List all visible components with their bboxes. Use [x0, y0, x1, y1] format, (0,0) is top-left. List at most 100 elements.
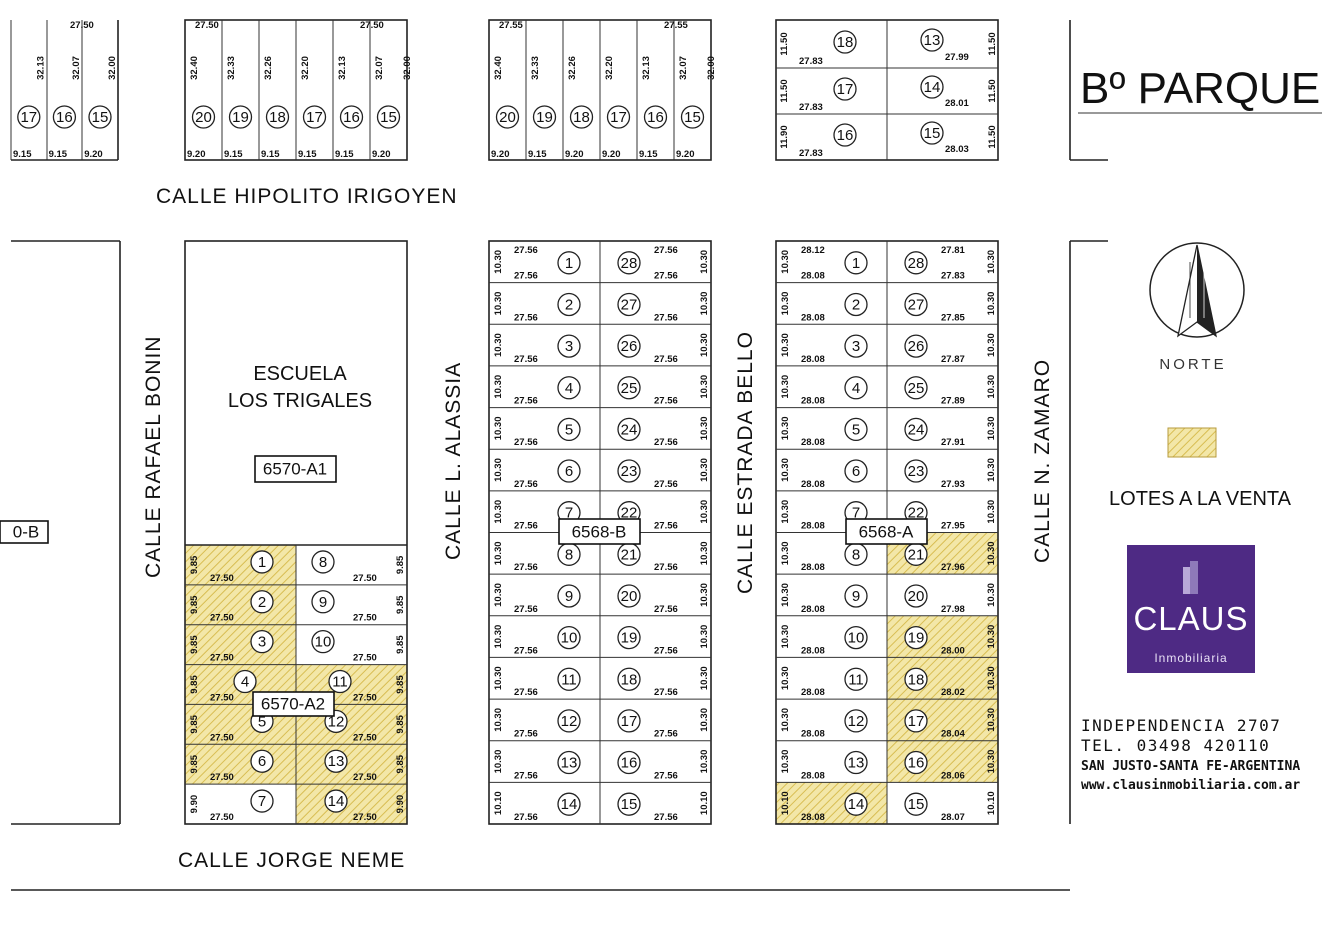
top-lot-15: 15 — [376, 105, 401, 129]
lot-dimension: 27.50 — [353, 812, 377, 823]
lot-dimension: 27.50 — [210, 653, 234, 664]
b-lot-21: 21 — [617, 542, 641, 566]
lot-circle — [233, 669, 257, 694]
lot-dimension: 10.30 — [493, 666, 504, 690]
lot-dimension: 10.10 — [699, 791, 710, 815]
lot-circle — [904, 792, 928, 816]
lot-circle — [844, 709, 868, 733]
lot-dimension: 28.08 — [801, 812, 825, 823]
lot-dimension: 10.30 — [986, 458, 997, 482]
top-lot-17: 17 — [606, 105, 631, 129]
lot-dimension: 9.15 — [261, 149, 280, 160]
block-code-partial: 0-B — [0, 520, 49, 544]
lot-circle — [904, 417, 928, 442]
lot-circle — [844, 459, 868, 483]
lot-dimension: 10.10 — [986, 791, 997, 815]
lot-circle — [557, 376, 581, 400]
a-lot-15: 15 — [904, 792, 928, 816]
lot-circle — [557, 750, 581, 775]
a-lot-9: 9 — [844, 584, 868, 608]
lot-number: 2 — [258, 594, 266, 611]
lot-dimension: 27.87 — [941, 354, 965, 365]
lot-number: 13 — [561, 755, 578, 772]
lot-circle — [557, 709, 581, 733]
lot-number: 3 — [565, 338, 573, 355]
lot-dimension: 10.30 — [780, 375, 791, 399]
legend-label: LOTES A LA VENTA — [1109, 488, 1292, 510]
lot-number: 15 — [621, 796, 638, 813]
lot-dimension: 9.85 — [189, 714, 200, 733]
lot-circle — [228, 105, 253, 129]
north-arrow-icon — [1149, 242, 1245, 338]
b-lot-26: 26 — [617, 334, 641, 358]
lot-number: 5 — [258, 713, 266, 730]
lot-dimension: 11.50 — [987, 125, 998, 148]
lot-dimension: 10.30 — [699, 500, 710, 524]
lot-dimension: 28.08 — [801, 687, 825, 698]
a2-lot-3: 3 — [250, 629, 274, 654]
lot-dimension: 10.30 — [780, 750, 791, 774]
lot-circle — [833, 123, 857, 147]
lot-circle — [376, 105, 401, 129]
lot-dimension: 10.30 — [986, 417, 997, 441]
lot-dimension: 10.30 — [699, 708, 710, 732]
lot-number: 21 — [908, 546, 925, 563]
lot-circle — [250, 590, 274, 614]
lot-number: 19 — [232, 109, 249, 126]
lot-number: 11 — [332, 674, 348, 691]
b-lot-24: 24 — [617, 417, 641, 442]
lot-dimension: 27.81 — [941, 245, 965, 256]
svg-text:6570-A1: 6570-A1 — [263, 460, 327, 479]
lot-dimension: 27.55 — [664, 20, 688, 31]
lot-circle — [532, 105, 557, 129]
a-lot-19: 19 — [904, 625, 928, 650]
lot-dimension: 27.85 — [941, 312, 965, 323]
svg-text:6568-A: 6568-A — [859, 523, 914, 542]
b-lot-10: 10 — [557, 625, 581, 650]
lot-dimension: 10.30 — [780, 625, 791, 649]
lot-circle — [52, 105, 77, 129]
top-lot-19: 19 — [228, 105, 253, 129]
a-lot-7: 7 — [844, 501, 868, 525]
lot-number: 16 — [621, 755, 638, 772]
lot-dimension: 27.50 — [353, 573, 377, 584]
contact-phone: TEL. 03498 420110 — [1081, 736, 1270, 755]
lot-dimension: 27.56 — [654, 729, 678, 740]
a-lot-4: 4 — [844, 376, 868, 400]
lot-dimension: 10.30 — [986, 708, 997, 732]
sale-lot — [185, 744, 296, 785]
lot-dimension: 32.20 — [300, 56, 311, 80]
lot-number: 8 — [319, 554, 327, 571]
lot-number: 10 — [315, 634, 332, 651]
a-lot-14: 14 — [844, 792, 868, 816]
a-lot-3: 3 — [844, 334, 868, 358]
lot-dimension: 27.56 — [654, 271, 678, 282]
lot-dimension: 11.50 — [987, 32, 998, 55]
lot-dimension: 10.30 — [699, 666, 710, 690]
lot-dimension: 10.30 — [986, 292, 997, 316]
lot-dimension: 9.85 — [189, 595, 200, 614]
lot-dimension: 27.56 — [654, 312, 678, 323]
lot-number: 13 — [924, 32, 941, 49]
sale-lot — [776, 782, 887, 824]
lot-circle — [250, 550, 274, 574]
lot-dimension: 10.30 — [493, 708, 504, 732]
b-lot-11: 11 — [557, 667, 581, 691]
lot-number: 18 — [573, 109, 590, 126]
lot-dimension: 9.20 — [372, 149, 391, 160]
lot-circle — [617, 292, 641, 317]
lot-number: 16 — [343, 109, 360, 126]
street-l-alassia: CALLE L. ALASSIA — [442, 362, 465, 560]
lot-dimension: 10.30 — [780, 500, 791, 524]
b-lot-4: 4 — [557, 376, 581, 400]
lot-number: 1 — [852, 255, 860, 272]
lot-dimension: 9.85 — [189, 675, 200, 694]
b-lot-28: 28 — [617, 251, 641, 275]
lot-circle — [833, 30, 857, 54]
lot-dimension: 27.83 — [799, 56, 823, 67]
lot-dimension: 9.90 — [189, 795, 200, 814]
lot-number: 14 — [848, 796, 865, 813]
lot-number: 22 — [908, 505, 925, 522]
b-lot-13: 13 — [557, 750, 581, 775]
lot-dimension: 27.50 — [353, 732, 377, 743]
